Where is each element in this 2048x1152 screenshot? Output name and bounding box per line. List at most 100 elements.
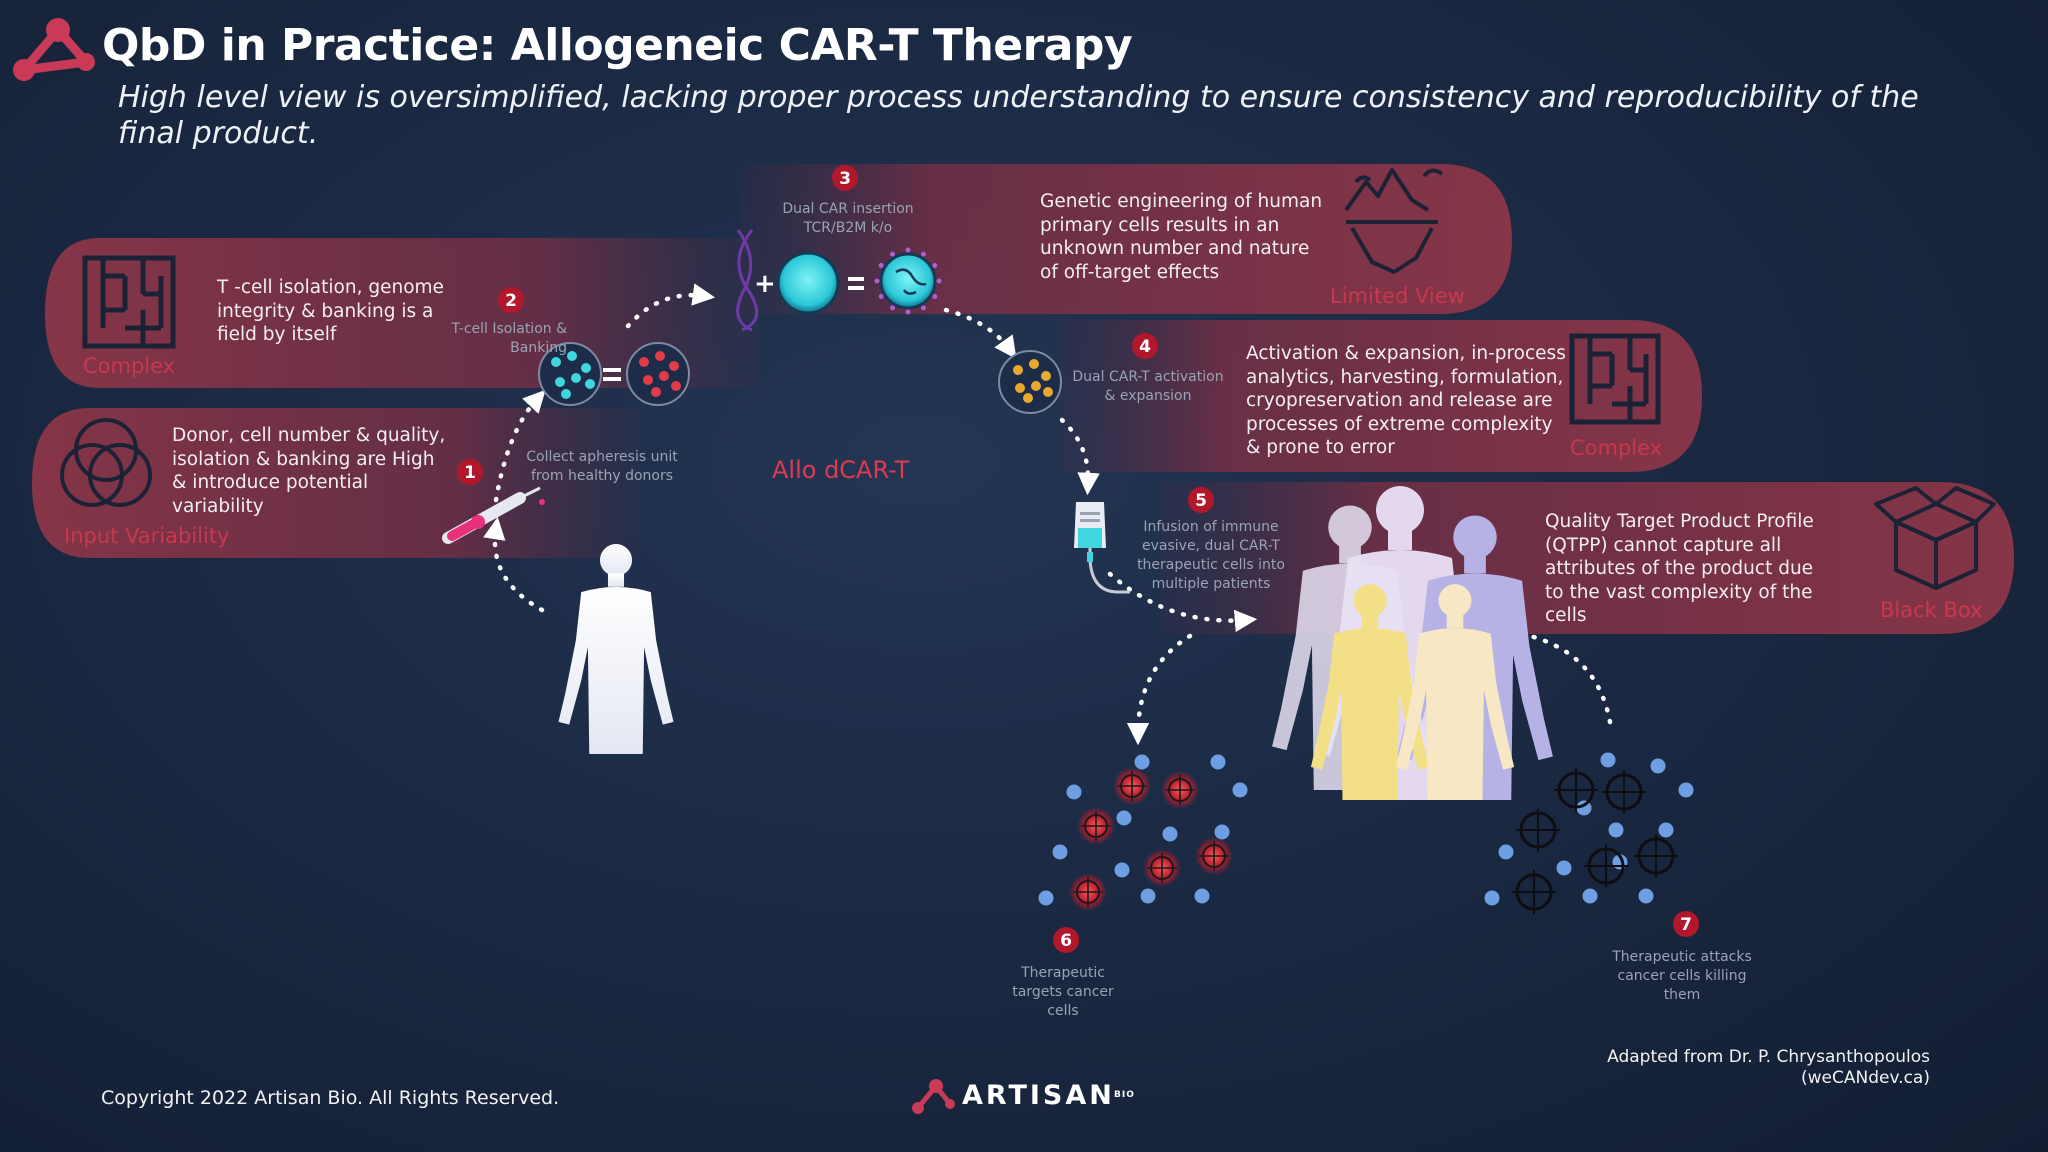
page-subtitle: High level view is oversimplified, lacki… [118, 80, 1919, 151]
cancer-cell [1194, 888, 1210, 904]
crosshair-lines [1165, 775, 1195, 805]
cancer-cell [1134, 754, 1150, 770]
crosshair-lines [1073, 877, 1103, 907]
iv-bag-icon [1074, 502, 1130, 594]
isolated-cell-dot [659, 371, 669, 381]
activated-cell-dot [1013, 365, 1023, 375]
car-receptor-dot [905, 309, 911, 315]
cell-group-red [626, 342, 690, 406]
step-4-label: Dual CAR-T activation & expansion [1072, 369, 1224, 404]
t-cell-dot [555, 377, 565, 387]
isolated-cell-dot [669, 361, 679, 371]
cancer-cell [1582, 888, 1598, 904]
step-badge-3 [832, 165, 858, 191]
artisan-logo-mark [13, 18, 95, 81]
cancer-cell [1210, 754, 1226, 770]
arrow-patients-to-targeting [1126, 633, 1193, 746]
cancer-cell [1608, 822, 1624, 838]
step-badge-6 [1053, 927, 1079, 953]
step-badge-4 [1132, 333, 1158, 359]
artisan-footer-logo-mark [912, 1079, 955, 1114]
box-icon [1874, 486, 1996, 590]
plus-sign: + [754, 269, 776, 299]
cancer-cell [1556, 860, 1572, 876]
band-complex-left-label: Complex [83, 354, 176, 378]
car-receptor-dot [932, 263, 938, 268]
arrow-expansion-to-infusion [1059, 417, 1100, 496]
maze-icon [1569, 333, 1661, 425]
cancer-cell [1116, 810, 1132, 826]
t-cell-dot [567, 351, 577, 361]
brand-wordmark: ARTISAN [962, 1080, 1115, 1111]
band-input-variability-text: Donor, cell number & quality, isolation … [172, 425, 446, 517]
donor-human-figure [558, 544, 674, 754]
cancer-cell [1052, 844, 1068, 860]
t-cell-dot [561, 389, 571, 399]
page-title: QbD in Practice: Allogeneic CAR-T Therap… [102, 20, 1133, 71]
step-badge-2 [498, 287, 524, 313]
arrow-patient-to-syringe [483, 516, 545, 613]
car-receptor-dot [936, 278, 942, 284]
step-1-label: Collect apheresis unit from healthy dono… [526, 449, 678, 484]
car-receptor-dot [874, 278, 880, 284]
maze-icon [82, 255, 176, 349]
cancer-cell [1162, 826, 1178, 842]
step-number-3: 3 [839, 169, 851, 189]
car-receptor-dot [878, 294, 884, 299]
cancer-cell [1232, 782, 1248, 798]
crosshair-lines [1584, 844, 1628, 888]
car-receptor-dot [878, 263, 884, 268]
cancer-cell [1114, 862, 1130, 878]
cancer-cell [1658, 822, 1674, 838]
crosshair-lines [1516, 808, 1560, 852]
t-cell-dot [551, 357, 561, 367]
step-badge-5 [1188, 487, 1214, 513]
band-complex-right-text: Activation & expansion, in-process analy… [1246, 343, 1566, 458]
brand-suffix: BIO [1114, 1090, 1135, 1100]
crosshair-lines [1512, 870, 1556, 914]
syringe-icon [442, 486, 545, 544]
isolated-cell-dot [651, 387, 661, 397]
car-receptor-dot [921, 305, 926, 311]
isolated-cell-dot [639, 357, 649, 367]
isolated-cell-dot [655, 351, 665, 361]
allo-dcar-t-label: Allo dCAR-T [772, 456, 910, 484]
process-arrows [483, 283, 1613, 746]
car-receptor-dot [921, 251, 926, 257]
cancer-cell [1066, 784, 1082, 800]
activated-cell-group [998, 350, 1062, 414]
car-receptor-dot [890, 305, 895, 311]
cancer-cell [1600, 752, 1616, 768]
arrow-engineering-to-expansion [943, 307, 1017, 360]
equals-sign-2 [848, 277, 864, 290]
cancer-cell [1638, 888, 1654, 904]
cell-group-mixed [538, 342, 602, 406]
step-6-label: Therapeutic targets cancer cells [1012, 965, 1114, 1019]
crosshair-lines [1147, 853, 1177, 883]
isolated-cell-dot [671, 381, 681, 391]
step-number-5: 5 [1195, 491, 1207, 511]
crosshair-lines [1199, 841, 1229, 871]
cancer-cell [1678, 782, 1694, 798]
activated-cell-dot [1031, 381, 1041, 391]
arrow-syringe-to-isolation [493, 389, 546, 503]
step-number-1: 1 [464, 463, 476, 483]
activated-cell-dot [1015, 383, 1025, 393]
step-number-2: 2 [505, 291, 517, 311]
activated-cell-dot [1043, 387, 1053, 397]
cyan-tcell [776, 251, 840, 315]
band-limited-view-label: Limited View [1330, 284, 1465, 308]
cancer-cell [1484, 890, 1500, 906]
iceberg-icon [1344, 168, 1444, 274]
step-number-4: 4 [1139, 337, 1151, 357]
crosshair-lines [1554, 768, 1598, 812]
step-7-label: Therapeutic attacks cancer cells killing… [1612, 949, 1752, 1003]
t-cell-dot [571, 373, 581, 383]
car-receptor-dot [890, 251, 895, 257]
cancer-cell [1498, 844, 1514, 860]
crosshair-lines [1081, 811, 1111, 841]
t-cell-dot [585, 379, 595, 389]
cancer-cell [1038, 890, 1054, 906]
